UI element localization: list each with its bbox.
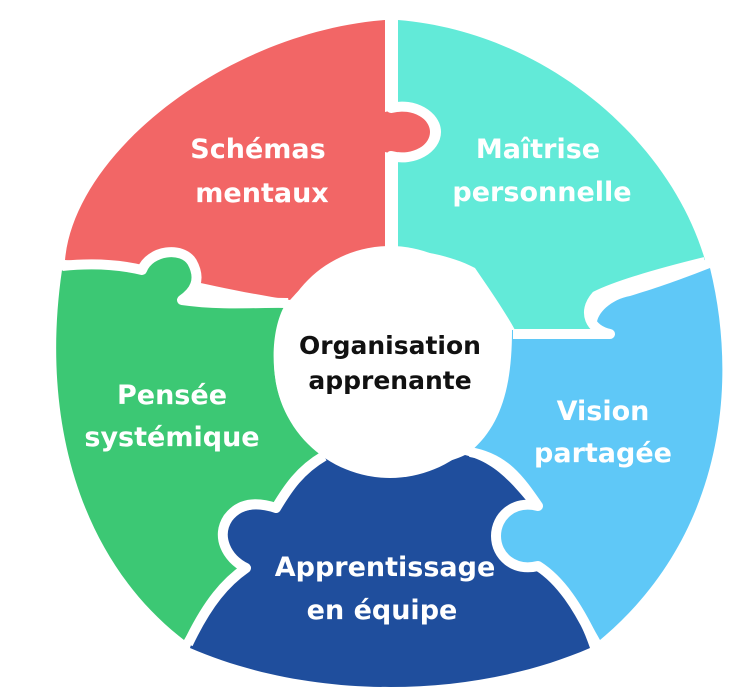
segment-label-maitrise-line2: personnelle <box>452 177 631 208</box>
segment-label-schemas-line2: mentaux <box>195 178 328 209</box>
segment-maitrise-personnelle <box>398 20 705 330</box>
segment-label-maitrise-line1: Maîtrise <box>476 134 600 165</box>
segment-apprentissage-en-equipe <box>190 455 590 687</box>
center-circle <box>274 246 506 478</box>
segment-pensee-systemique <box>56 254 322 640</box>
wheel <box>56 20 723 687</box>
segment-label-vision-line1: Vision <box>557 396 650 427</box>
segment-label-apprentissage-line2: en équipe <box>307 595 458 626</box>
segment-label-apprentissage-line1: Apprentissage <box>275 552 496 583</box>
segment-label-pensee-line2: systémique <box>84 422 259 453</box>
segment-label-vision-line2: partagée <box>534 438 672 469</box>
segment-label-schemas-line1: Schémas <box>190 134 325 165</box>
segment-vision-partagee <box>470 268 723 640</box>
center-label-line1: Organisation <box>299 331 481 360</box>
center-label-line2: apprenante <box>308 366 471 395</box>
segment-dividers <box>61 18 707 648</box>
segment-label-pensee-line1: Pensée <box>117 380 227 411</box>
segment-schemas-mentaux <box>65 20 430 300</box>
